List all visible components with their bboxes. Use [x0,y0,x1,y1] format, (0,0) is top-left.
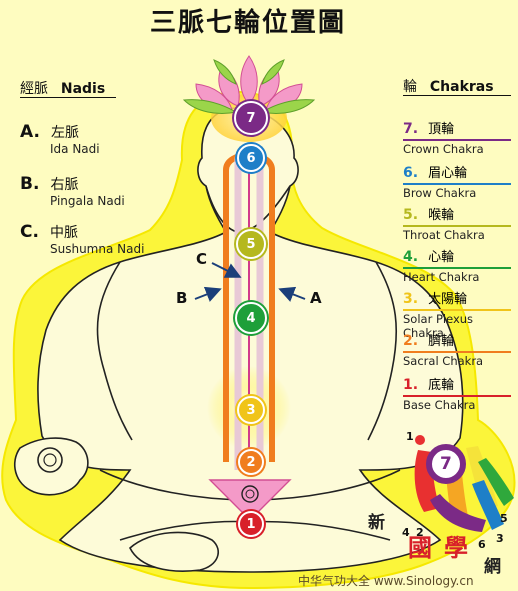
chakra-marker: 5 [236,229,266,259]
arrow-c [211,262,242,278]
lotus-crown [182,55,316,114]
chakra-name-en: Sacral Chakra [403,354,484,368]
nadis-header-rule [20,97,116,98]
chakra-name-en: Heart Chakra [403,270,480,284]
arrow-b [194,286,222,302]
chakra-name-en: Throat Chakra [403,228,485,242]
hand-number: 5 [500,512,508,525]
chakras-header: 輪 Chakras [403,76,494,96]
chakra-color-rule [403,351,511,353]
hand-number: 1 [406,430,414,443]
chakra-legend-item: 1. 底輪 Base Chakra [403,374,515,412]
chakra-name-zh: 喉輪 [428,208,455,223]
chakra-marker: 3 [237,396,265,424]
chakra-legend-item: 7. 頂輪 Crown Chakra [403,118,515,156]
watermark-char-1: 新 [368,513,385,533]
chakra-marker: 7 [234,101,268,135]
chakra-number: 4. [403,249,419,265]
chakra-name-zh: 眉心輪 [428,166,468,181]
page-title: 三脈七輪位置圖 [150,8,347,38]
hand-number: 6 [478,538,486,551]
hand-number: 7 [440,454,452,474]
chakra-name-zh: 心輪 [428,250,455,265]
chakra-legend-item: 5. 喉輪 Throat Chakra [403,204,515,242]
watermark-char-2: 國 [408,533,432,562]
hand-number: 2 [416,526,424,539]
nadis-header-zh: 經脈 [20,81,48,97]
chakra-legend-item: 2. 臍輪 Sacral Chakra [403,330,515,368]
chakra-name-zh: 太陽輪 [428,292,468,307]
chakra-hand [414,435,514,532]
chakra-name-en: Brow Chakra [403,186,477,200]
label-c: C [196,250,208,268]
nadi-item-b: B. 右脈 Pingala Nadi [20,174,125,208]
chakra-name-zh: 頂輪 [428,122,455,137]
chakras-header-zh: 輪 [403,79,417,95]
chakra-name-en: Base Chakra [403,398,476,412]
watermark-url: 中华气功大全 www.Sinology.cn [298,574,474,588]
chakra-marker: 1 [238,511,264,537]
nadis-header-en: Nadis [60,81,106,97]
chakra-name-en: Crown Chakra [403,142,484,156]
chakra-number: 1. [403,377,419,393]
chakra-number: 7. [403,121,419,137]
nadi-item-c: C. 中脈 Sushumna Nadi [20,222,145,256]
label-a: A [310,289,322,307]
chakra-color-rule [403,139,511,141]
chakra-name-en: Solar Plexus Chakra [403,312,474,340]
chakra-number: 6. [403,165,419,181]
chakra-marker: 6 [237,144,265,172]
left-hand-mudra-ring [37,447,63,473]
arrow-a [278,286,306,302]
nadi-item-a: A. 左脈 Ida Nadi [20,122,100,156]
chakra-color-rule [403,183,511,185]
chakra-color-rule [403,267,511,269]
right-arm-outline [367,261,398,441]
hand-number: 3 [496,532,504,545]
chakras-header-en: Chakras [429,79,494,95]
chakra-color-rule [403,395,511,397]
body-silhouette [37,107,464,573]
chakra-marker: 4 [235,302,267,334]
chakra-marker: 2 [238,449,264,475]
left-arm-outline [96,261,133,441]
chakra-color-rule [403,225,511,227]
chakra-legend-item: 4. 心輪 Heart Chakra [403,246,515,284]
chakra-name-zh: 底輪 [428,378,455,393]
chakra-legend-item: 6. 眉心輪 Brow Chakra [403,162,515,200]
chakra-color-rule [403,309,511,311]
watermark-char-4: 網 [484,557,501,577]
chakras-header-rule [403,95,511,96]
left-foot-outline [129,531,220,572]
chakra-number: 5. [403,207,419,223]
chakra-legend-item: 3. 太陽輪 Solar Plexus Chakra [403,288,515,340]
root-triangle [208,479,292,521]
chakra-number: 3. [403,291,419,307]
chakra-number: 2. [403,333,419,349]
nadis-header: 經脈 Nadis [20,78,105,98]
chakra-name-zh: 臍輪 [428,334,455,349]
label-b: B [176,289,188,307]
watermark-char-3: 學 [444,533,468,562]
hand-number: 4 [402,526,410,539]
